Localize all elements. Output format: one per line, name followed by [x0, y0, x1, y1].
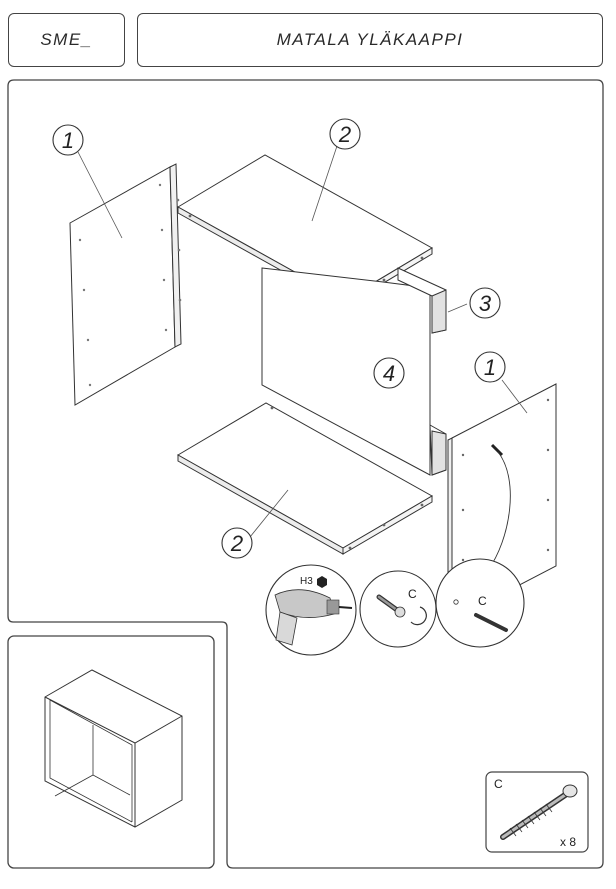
drill-bit-label: H3 — [300, 576, 313, 587]
svg-text:1: 1 — [484, 355, 496, 380]
part-label-1-right: 1 — [474, 351, 506, 383]
hardware-label: C — [494, 777, 503, 791]
cam-lock-icon — [410, 606, 427, 626]
part-label-2-top: 2 — [329, 118, 361, 150]
finished-view-frame — [7, 635, 215, 869]
part-label-1-left: 1 — [52, 124, 84, 156]
hardware-quantity: x 8 — [560, 835, 576, 849]
title-box: MATALA YLÄKAAPPI — [137, 13, 603, 67]
svg-text:3: 3 — [479, 291, 492, 316]
svg-text:1: 1 — [62, 128, 74, 153]
part-label-4: 4 — [373, 357, 405, 389]
exploded-view-frame — [7, 79, 604, 869]
product-code: SME_ — [40, 30, 93, 49]
svg-text:2: 2 — [338, 122, 351, 147]
drill-detail: H3 — [265, 564, 357, 656]
screw-icon — [474, 613, 508, 632]
screw-detail: C — [435, 558, 525, 648]
part-label-3: 3 — [469, 287, 501, 319]
finished-cabinet — [44, 669, 183, 828]
part-label-2-bottom: 2 — [221, 527, 253, 559]
part-number-labels: 1 2 3 4 1 2 — [52, 118, 506, 559]
leader-line — [487, 451, 511, 571]
svg-text:2: 2 — [230, 531, 243, 556]
rail-panel — [397, 267, 447, 476]
page-title: MATALA YLÄKAAPPI — [276, 30, 464, 49]
left-side-panel — [69, 163, 182, 406]
drill-icon — [274, 589, 353, 646]
svg-text:4: 4 — [383, 361, 395, 386]
screw-label: C — [478, 594, 487, 608]
cam-bolt-icon — [376, 594, 427, 626]
bottom-panel — [176, 402, 434, 555]
cam-detail: C — [359, 570, 437, 648]
code-box: SME_ — [8, 13, 125, 67]
hex-bit-icon — [317, 576, 327, 588]
confirmat-screw-icon — [500, 784, 578, 840]
hardware-box: C x 8 — [485, 771, 589, 853]
back-panel — [261, 267, 431, 476]
part-leaders — [77, 145, 528, 538]
cam-label: C — [408, 587, 417, 601]
